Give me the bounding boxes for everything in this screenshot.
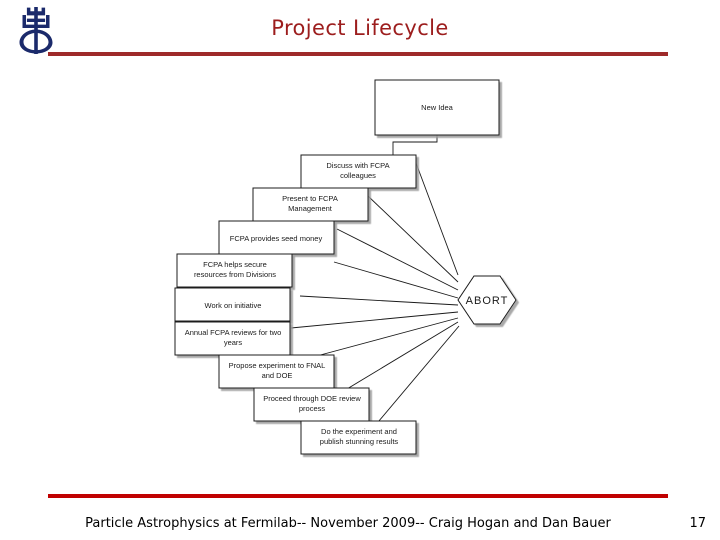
node-label: Management — [288, 204, 333, 213]
footer-divider — [48, 494, 668, 498]
title-divider — [48, 52, 668, 56]
node-label: Proceed through DOE review — [263, 394, 361, 403]
node-work-on-initiative: Work on initiative — [174, 287, 291, 322]
node-seed-money: FCPA provides seed money — [218, 220, 335, 255]
node-label: colleagues — [340, 171, 376, 180]
node-label: FCPA provides seed money — [230, 234, 323, 243]
node-discuss: Discuss with FCPA colleagues — [300, 154, 417, 189]
fermilab-logo — [8, 6, 64, 54]
node-annual-review: Annual FCPA reviews for two years — [174, 321, 291, 356]
node-label: process — [299, 404, 326, 413]
node-do-experiment: Do the experiment and publish stunning r… — [300, 420, 417, 455]
node-label: Work on initiative — [205, 301, 262, 310]
node-label: Present to FCPA — [282, 194, 338, 203]
node-label: Propose experiment to FNAL — [229, 361, 326, 370]
node-label: Annual FCPA reviews for two — [185, 328, 282, 337]
node-label: FCPA helps secure — [203, 260, 267, 269]
footer-text: Particle Astrophysics at Fermilab-- Nove… — [85, 516, 611, 531]
node-label: Do the experiment and — [321, 427, 397, 436]
page-title: Project Lifecycle — [271, 16, 449, 40]
node-present: Present to FCPA Management — [252, 187, 369, 222]
node-label: New Idea — [421, 103, 454, 112]
node-abort: ABORT — [457, 275, 517, 325]
node-label: and DOE — [262, 371, 293, 380]
node-doe-review: Proceed through DOE review process — [253, 387, 370, 422]
node-propose-experiment: Propose experiment to FNAL and DOE — [218, 354, 335, 389]
node-label: ABORT — [466, 295, 509, 307]
project-lifecycle-diagram: New Idea Discuss with FCPA colleagues Pr… — [0, 60, 720, 485]
node-label: publish stunning results — [320, 437, 399, 446]
node-label: Discuss with FCPA — [326, 161, 389, 170]
node-label: years — [224, 338, 243, 347]
node-secure-resources: FCPA helps secure resources from Divisio… — [176, 253, 293, 288]
page-number: 17 — [689, 516, 706, 531]
node-label: resources from Divisions — [194, 270, 276, 279]
node-new-idea: New Idea — [374, 79, 500, 136]
